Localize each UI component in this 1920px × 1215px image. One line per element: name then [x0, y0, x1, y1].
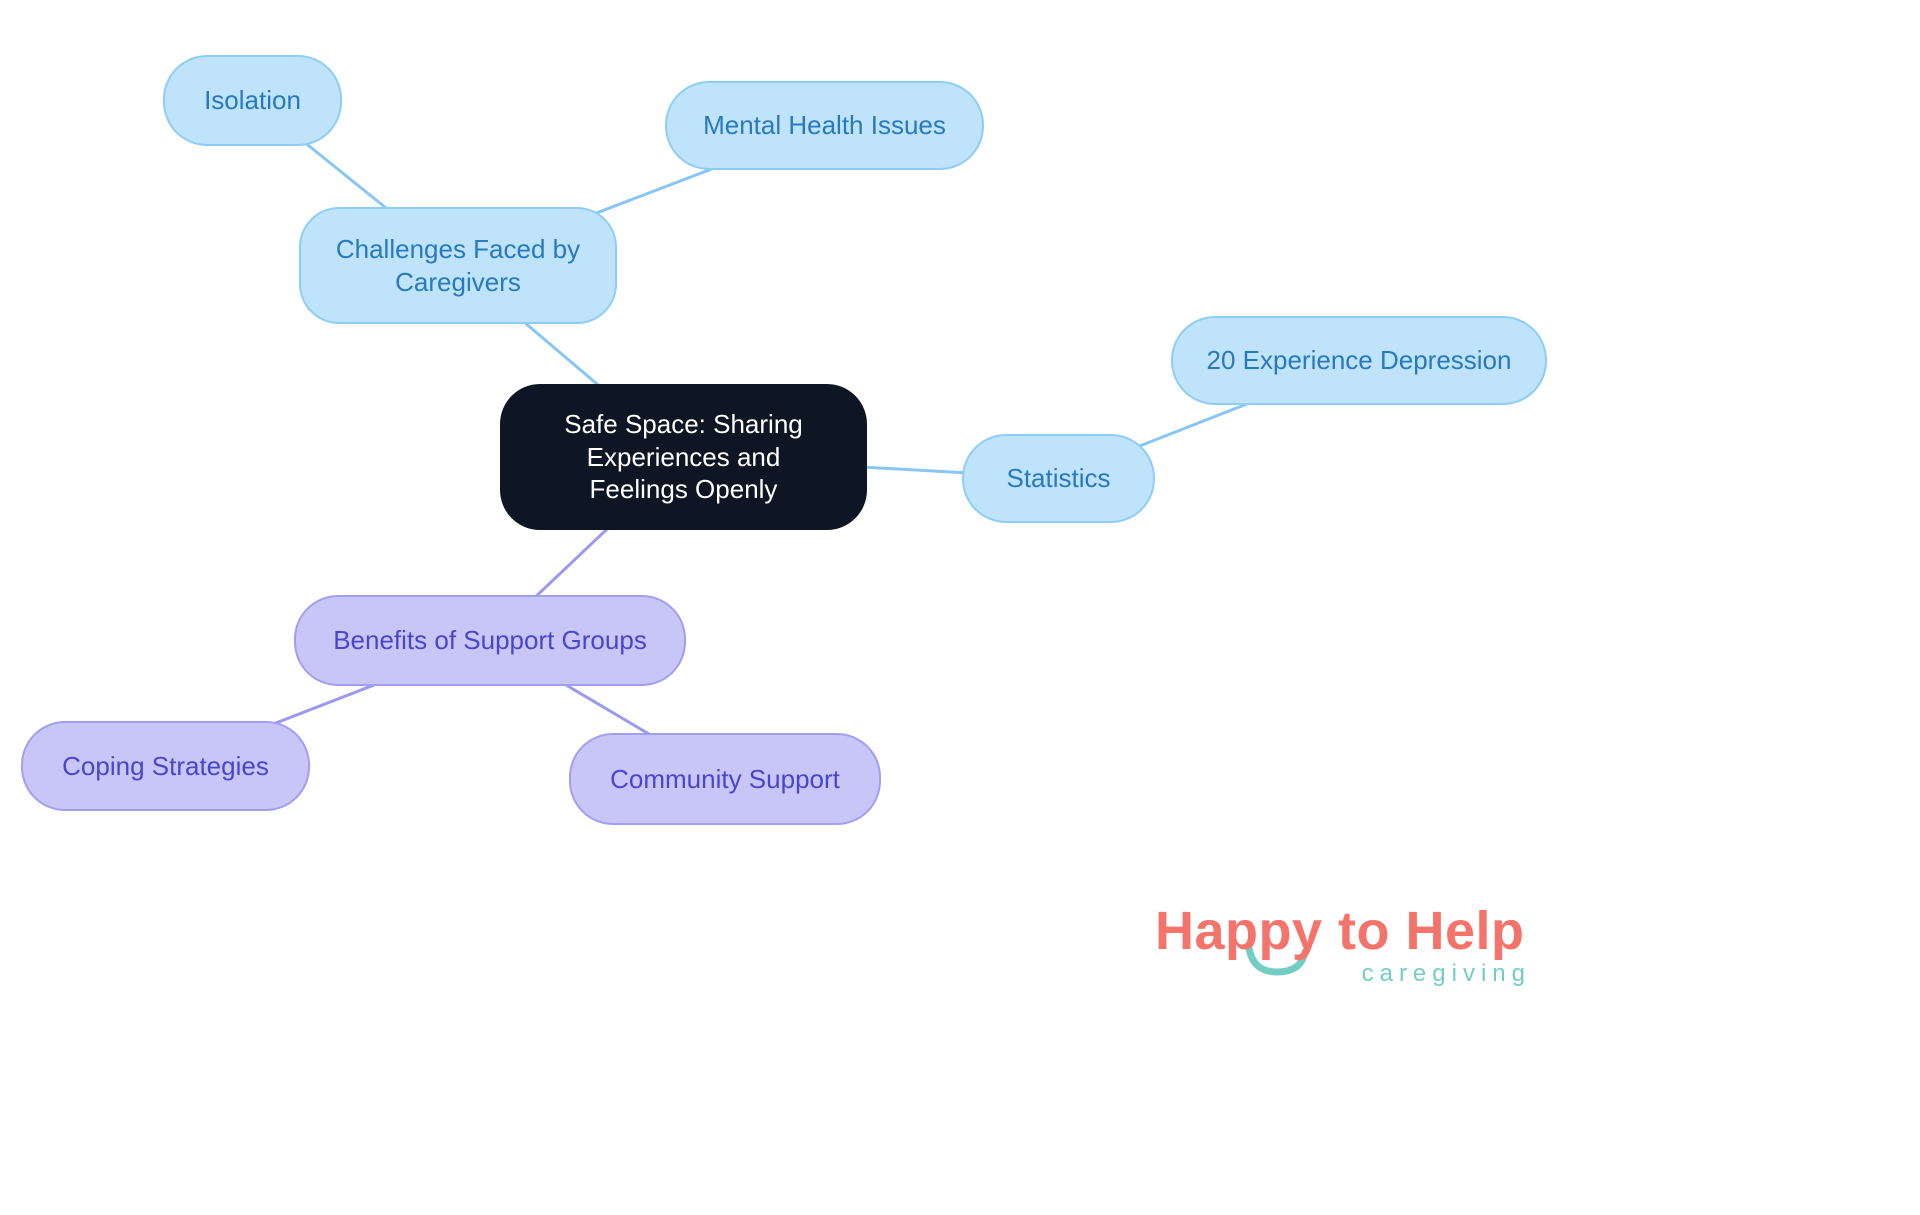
- node-statistics: Statistics: [962, 434, 1155, 523]
- logo-subtitle: caregiving: [1361, 960, 1531, 987]
- node-experience-depression: 20 Experience Depression: [1171, 316, 1547, 405]
- node-benefits-label: Benefits of Support Groups: [333, 625, 647, 656]
- node-challenges-label: Challenges Faced by Caregivers: [335, 234, 581, 297]
- node-central-label: Safe Space: Sharing Experiences and Feel…: [564, 409, 803, 505]
- node-mental-health-issues-label: Mental Health Issues: [703, 110, 946, 141]
- node-experience-depression-label: 20 Experience Depression: [1206, 345, 1512, 376]
- node-community-support-label: Community Support: [610, 763, 840, 794]
- node-coping-strategies-label: Coping Strategies: [62, 750, 269, 781]
- node-central-safe-space: Safe Space: Sharing Experiences and Feel…: [500, 384, 867, 530]
- node-coping-strategies: Coping Strategies: [21, 721, 310, 811]
- node-mental-health-issues: Mental Health Issues: [665, 81, 984, 170]
- node-community-support: Community Support: [569, 733, 881, 825]
- logo: Happy to Help caregiving: [1155, 900, 1535, 988]
- logo-title: Happy to Help: [1155, 901, 1525, 961]
- node-challenges-faced-by-caregivers: Challenges Faced by Caregivers: [299, 207, 617, 324]
- node-isolation: Isolation: [163, 55, 342, 146]
- node-statistics-label: Statistics: [1006, 463, 1111, 494]
- smile-icon: [1245, 944, 1309, 976]
- node-isolation-label: Isolation: [204, 85, 301, 116]
- node-benefits-of-support-groups: Benefits of Support Groups: [294, 595, 686, 686]
